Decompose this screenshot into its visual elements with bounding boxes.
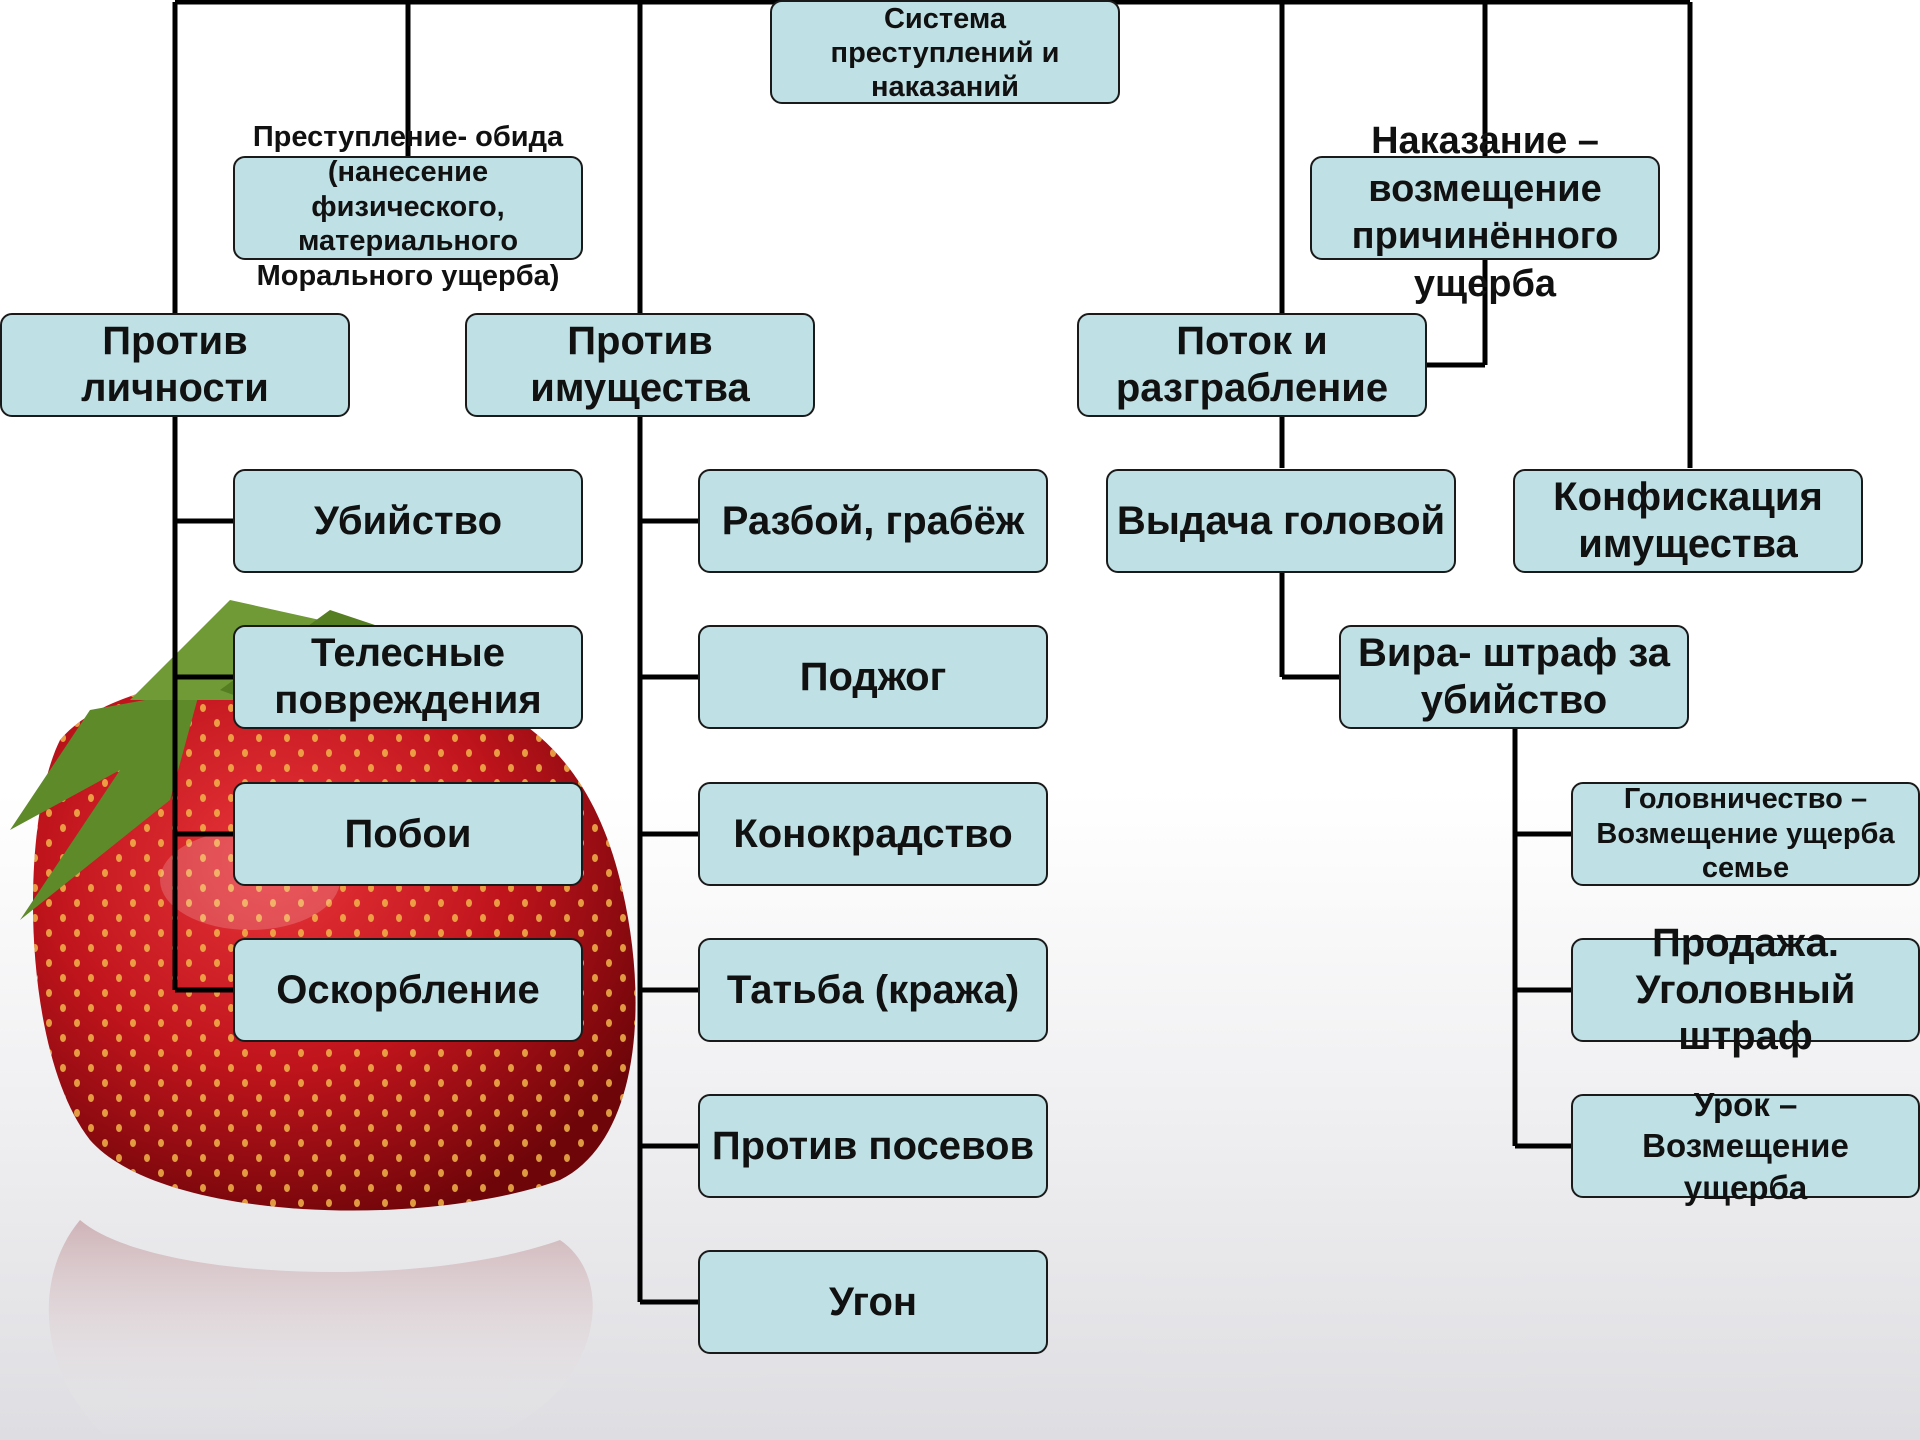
crime-item: Разбой, грабёж [698,469,1048,573]
flow-plunder-box: Поток и разграбление [1077,313,1427,417]
punishment-note-text: Наказание – возмещение причинённого ущер… [1351,120,1619,305]
punishment-note-box [1310,156,1660,260]
crime-item: Татьба (кража) [698,938,1048,1042]
against-person-box: Против личности [0,313,350,417]
crime-item: Побои [233,782,583,886]
vira-box: Вира- штраф за убийство [1339,625,1689,729]
vydacha-golovoy-box: Выдача головой [1106,469,1456,573]
punishment-item: Продажа. Уголовный штраф [1571,921,1920,1058]
crime-item: Угон [698,1250,1048,1354]
confiscation-box: Конфискация имущества [1513,469,1863,573]
title-text: Система преступлений и наказаний [830,3,1060,103]
crime-item: Телесные повреждения [233,625,583,729]
crime-item: Оскорбление [233,938,583,1042]
title-box: Система преступлений и наказаний [770,0,1120,104]
crimes-note-text: Преступление- обида (нанесение физическо… [252,121,564,293]
crime-item: Против посевов [698,1094,1048,1198]
against-property-box: Против имущества [465,313,815,417]
punishment-item: Урок – Возмещение ущерба [1571,1086,1920,1206]
crime-item: Убийство [233,469,583,573]
crime-item: Поджог [698,625,1048,729]
crimes-note-box [233,156,583,260]
punishment-item: Головничество – Возмещение ущерба семье [1571,782,1920,886]
crime-item: Конокрадство [698,782,1048,886]
